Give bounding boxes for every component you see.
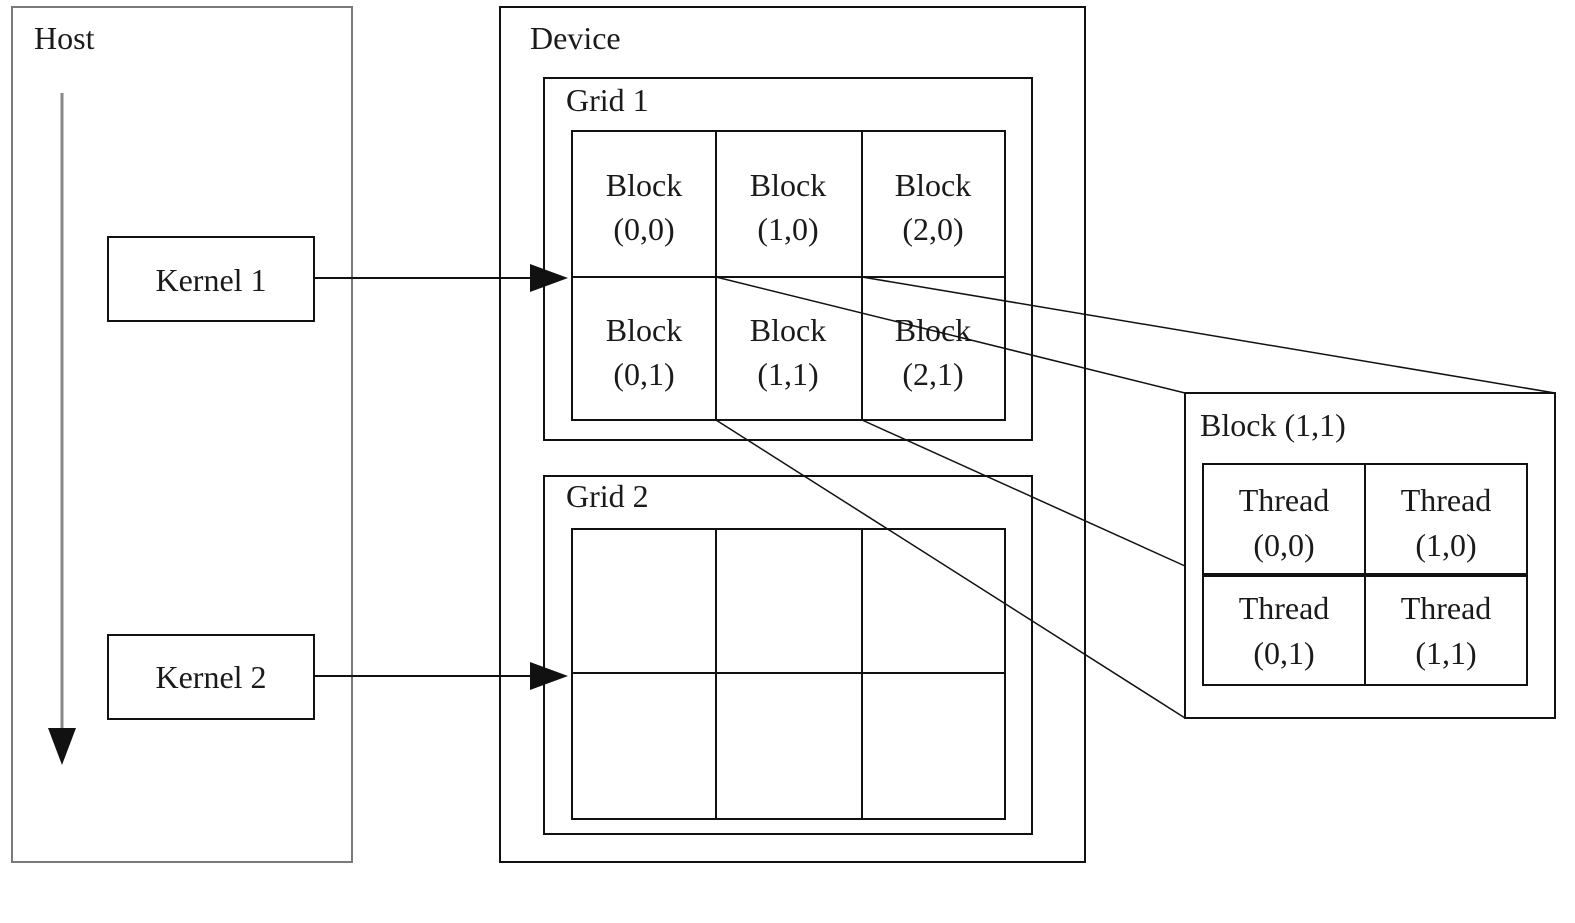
grid-1-frame	[543, 77, 1033, 441]
grid-2-frame	[543, 475, 1033, 835]
grid-2-block-0-1	[571, 672, 717, 820]
thread-label: Thread	[1239, 482, 1330, 518]
grid-1: Grid 1 Block (0,0) Block (1,0) Block (2,…	[543, 77, 1033, 441]
device-frame	[499, 6, 1086, 863]
grid-1-title: Grid 1	[566, 82, 649, 118]
host-frame	[11, 6, 353, 863]
kernel-1-box: Kernel 1	[107, 236, 315, 322]
thread-cell	[1202, 463, 1366, 576]
zoom-connectors	[715, 276, 1556, 719]
thread-0-0: Thread (0,0)	[1202, 463, 1366, 576]
grid-2-block-1-1	[715, 672, 863, 820]
host-timeline-arrowhead	[48, 728, 76, 765]
block-detail-panel: Block (1,1) Thread (0,0) Thread (1,0) Th…	[1184, 392, 1556, 719]
block-coords: (2,0)	[902, 211, 963, 247]
grid-2: Grid 2	[543, 475, 1033, 835]
grid-1-block-0-0: Block (0,0)	[571, 130, 717, 278]
thread-coords: (1,1)	[1415, 635, 1476, 671]
block-cell	[861, 276, 1006, 421]
thread-coords: (1,0)	[1415, 527, 1476, 563]
block-cell	[715, 276, 863, 421]
grid-1-block-2-1: Block (2,1)	[861, 276, 1006, 421]
block-label: Block	[606, 167, 682, 203]
block-cell	[861, 130, 1006, 278]
block-coords: (0,0)	[613, 211, 674, 247]
block-label: Block	[606, 312, 682, 348]
thread-1-0: Thread (1,0)	[1364, 463, 1528, 576]
thread-cell	[1202, 574, 1366, 686]
thread-label: Thread	[1401, 482, 1492, 518]
block-label: Block	[750, 167, 826, 203]
grid-1-block-2-0: Block (2,0)	[861, 130, 1006, 278]
block-detail-title: Block (1,1)	[1200, 407, 1346, 443]
zoom-line-bottom-left	[715, 419, 1186, 719]
block-label: Block	[895, 167, 971, 203]
block-coords: (1,1)	[757, 356, 818, 392]
block-cell	[571, 276, 717, 421]
kernel-2-box: Kernel 2	[107, 634, 315, 720]
thread-coords: (0,1)	[1253, 635, 1314, 671]
block-coords: (0,1)	[613, 356, 674, 392]
thread-1-1: Thread (1,1)	[1364, 574, 1528, 686]
block-coords: (1,0)	[757, 211, 818, 247]
grid-2-block-1-0	[715, 528, 863, 674]
host-title: Host	[34, 20, 95, 56]
grid-2-block-2-0	[861, 528, 1006, 674]
host-panel: Host Kernel 1 Kernel 2	[11, 6, 353, 863]
kernel-1-arrowhead	[530, 264, 568, 292]
thread-label: Thread	[1401, 590, 1492, 626]
thread-cell	[1364, 574, 1528, 686]
kernel-1-label: Kernel 1	[155, 262, 266, 298]
thread-coords: (0,0)	[1253, 527, 1314, 563]
grid-1-block-1-1: Block (1,1)	[715, 276, 863, 421]
zoom-line-top-left	[715, 276, 1186, 394]
thread-0-1: Thread (0,1)	[1202, 574, 1366, 686]
grid-2-block-0-0	[571, 528, 717, 674]
kernel-2-label: Kernel 2	[155, 659, 266, 695]
kernel-2-arrowhead	[530, 662, 568, 690]
block-label: Block	[750, 312, 826, 348]
grid-1-block-1-0: Block (1,0)	[715, 130, 863, 278]
block-cell	[715, 130, 863, 278]
device-panel: Device Grid 1 Block (0,0) Block (1,0) Bl…	[499, 6, 1086, 863]
thread-label: Thread	[1239, 590, 1330, 626]
grid-1-block-0-1: Block (0,1)	[571, 276, 717, 421]
grid-2-block-2-1	[861, 672, 1006, 820]
zoom-line-bottom-right	[861, 419, 1186, 567]
block-cell	[571, 130, 717, 278]
grid-2-title: Grid 2	[566, 478, 649, 514]
block-coords: (2,1)	[902, 356, 963, 392]
device-title: Device	[530, 20, 621, 56]
thread-cell	[1364, 463, 1528, 576]
zoom-line-top-right	[861, 276, 1556, 394]
